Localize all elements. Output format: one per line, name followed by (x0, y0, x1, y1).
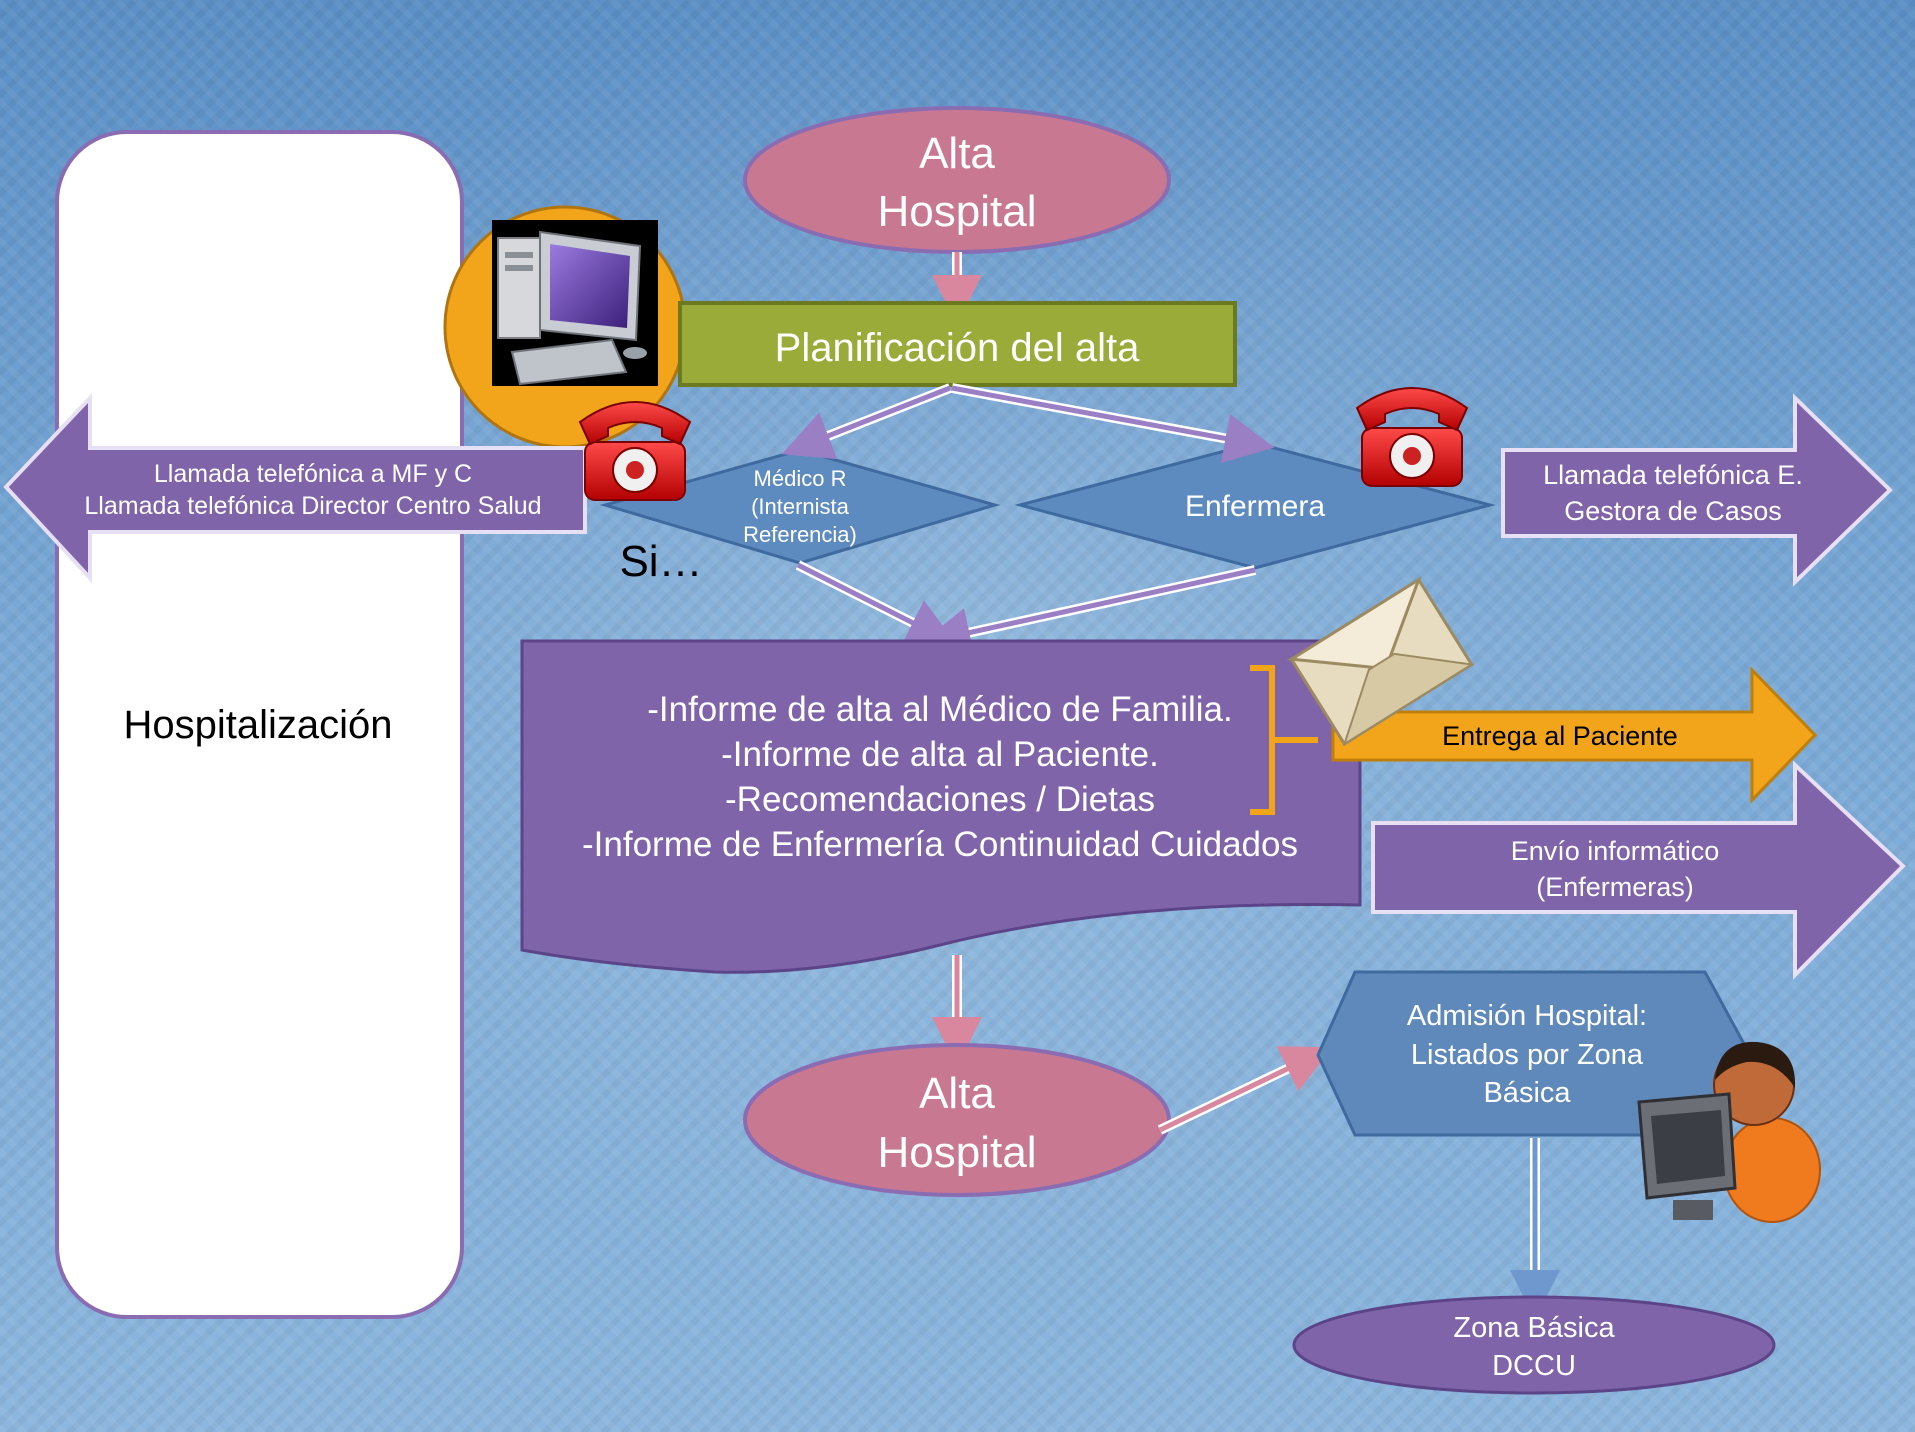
informe-line4: -Informe de Enfermería Continuidad Cuida… (582, 825, 1298, 864)
admision-line1: Admisión Hospital: (1407, 1000, 1647, 1032)
medico-line1: Médico R (754, 466, 847, 491)
envio-arrow (1371, 760, 1906, 980)
entrega-label: Entrega al Paciente (1442, 721, 1678, 751)
envio-line2: (Enfermeras) (1536, 872, 1694, 902)
si-label: Si… (619, 537, 702, 586)
informe-line3: -Recomendaciones / Dietas (725, 780, 1155, 819)
alta-top-line2: Hospital (878, 187, 1037, 236)
admision-line3: Básica (1483, 1077, 1571, 1109)
user-at-computer-icon (1637, 1041, 1821, 1223)
hospitalizacion-box (55, 130, 464, 1319)
informe-document (520, 639, 1362, 974)
informe-line1: -Informe de alta al Médico de Familia. (647, 690, 1233, 729)
computer-icon (492, 220, 658, 386)
zona-line2: DCCU (1492, 1350, 1576, 1382)
medico-line3: Referencia) (743, 522, 857, 547)
zona-line1: Zona Básica (1453, 1312, 1615, 1344)
alta-bottom-line1: Alta (919, 1069, 995, 1118)
alta-bottom-line2: Hospital (878, 1128, 1037, 1177)
enfermera-label: Enfermera (1185, 490, 1325, 523)
telephone-icon (578, 401, 692, 501)
informe-line2: -Informe de alta al Paciente. (721, 735, 1159, 774)
envio-line1: Envío informático (1511, 836, 1720, 866)
llamada-left-line2: Llamada telefónica Director Centro Salud (84, 492, 541, 520)
envelope-icon (1286, 576, 1475, 747)
llamada-left-line1: Llamada telefónica a MF y C (154, 460, 472, 488)
admision-line2: Listados por Zona (1411, 1039, 1644, 1071)
zona-basica-ellipse (1292, 1295, 1776, 1395)
hospitalizacion-label: Hospitalización (123, 703, 392, 747)
llamada-right-line2: Gestora de Casos (1564, 496, 1782, 526)
arrows-to-informe (795, 560, 1257, 658)
alta-top-line1: Alta (919, 129, 995, 178)
llamada-right-line1: Llamada telefónica E. (1543, 460, 1803, 490)
alta-hospital-bottom (743, 1043, 1171, 1197)
arrows-to-diamonds (781, 383, 1275, 464)
arrow-alta-to-admision-inner (1158, 1046, 1333, 1133)
medico-line2: (Internista (751, 494, 850, 519)
orange-bracket (1250, 665, 1318, 815)
llamada-right-arrow (1501, 393, 1893, 587)
planificacion-box (678, 301, 1237, 387)
entrega-arrow (1331, 666, 1818, 804)
telephone-icon (1355, 387, 1469, 487)
planificacion-label: Planificación del alta (775, 326, 1140, 370)
